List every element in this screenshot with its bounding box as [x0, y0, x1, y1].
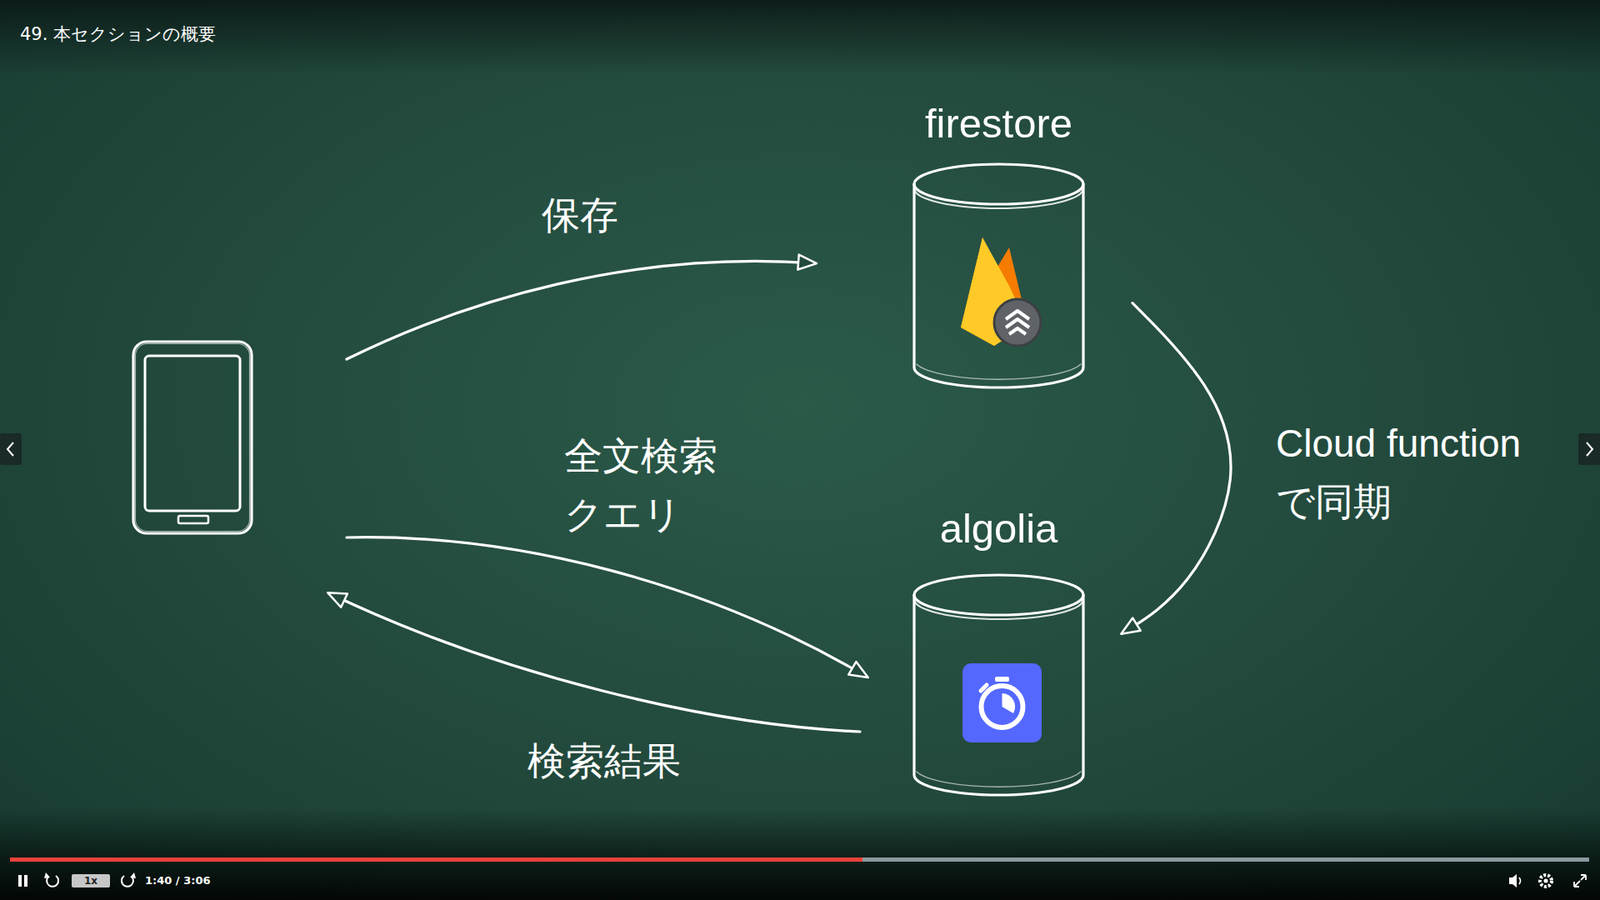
- rewind-head: [44, 872, 50, 879]
- arrow-label: 保存: [541, 194, 619, 236]
- volume-wave: [1519, 877, 1521, 885]
- stopwatch-top: [995, 676, 1010, 682]
- arrow-label: 全文検索 クエリ: [564, 426, 730, 544]
- time-display: 1:40 / 3:06: [145, 874, 210, 888]
- settings-icon: [1540, 875, 1552, 887]
- lecture-title: 49. 本セクションの概要: [20, 23, 216, 45]
- cylinder-rim: [914, 188, 1084, 209]
- pause-bar: [24, 875, 28, 887]
- stopwatch-button: [980, 685, 987, 691]
- node-heading: firestore: [910, 98, 1087, 149]
- arrow-label: 検索結果: [527, 740, 681, 782]
- pause-bar: [18, 875, 22, 887]
- database-node: algolia: [910, 503, 1087, 799]
- speed-box: [71, 874, 110, 888]
- node-heading: algolia: [910, 503, 1087, 554]
- cylinder-body: [914, 595, 1084, 795]
- player-controls: [18, 872, 1586, 888]
- algolia-logo: [962, 663, 1042, 743]
- cylinder-outline: [910, 160, 1087, 391]
- forward-head: [130, 872, 136, 879]
- database-node: firestore: [910, 98, 1087, 391]
- fullscreen-icon: [1574, 875, 1586, 887]
- cylinder-body: [914, 184, 1084, 388]
- cylinder-outline: [910, 571, 1087, 799]
- phone-icon: [133, 341, 252, 534]
- algolia-square: [962, 663, 1042, 743]
- next-chevron: [1586, 442, 1593, 456]
- prev-tab: [0, 433, 22, 465]
- result-arrow: [329, 593, 860, 732]
- settings-hub: [1544, 879, 1549, 884]
- cylinder-bottom-chalk: [916, 771, 1081, 787]
- progress-played: [10, 857, 863, 862]
- stopwatch-ring: [981, 685, 1024, 728]
- phone-button: [178, 515, 209, 524]
- phone-screen: [145, 355, 240, 511]
- firestore-badge-mark: [1005, 310, 1030, 335]
- speed-label: 1x: [71, 874, 110, 888]
- cylinder-top: [914, 575, 1084, 615]
- firestore-badge: [994, 299, 1041, 346]
- prev-chevron: [7, 442, 14, 456]
- phone-body: [133, 341, 252, 534]
- cylinder-bottom-chalk: [916, 364, 1081, 380]
- cylinder-top: [914, 164, 1084, 205]
- query-arrow: [346, 537, 867, 677]
- volume-icon: [1509, 874, 1517, 888]
- edge-label: Cloud function で同期: [1275, 414, 1568, 531]
- stopwatch-hand: [1002, 693, 1016, 714]
- phone-body-chalk: [135, 344, 250, 532]
- save-arrow: [346, 260, 815, 360]
- cylinder-rim: [914, 599, 1084, 620]
- next-tab: [1578, 433, 1600, 465]
- sync-arrow: [1122, 303, 1231, 634]
- progress-track: [10, 857, 1590, 862]
- firestore-logo: [960, 237, 1041, 346]
